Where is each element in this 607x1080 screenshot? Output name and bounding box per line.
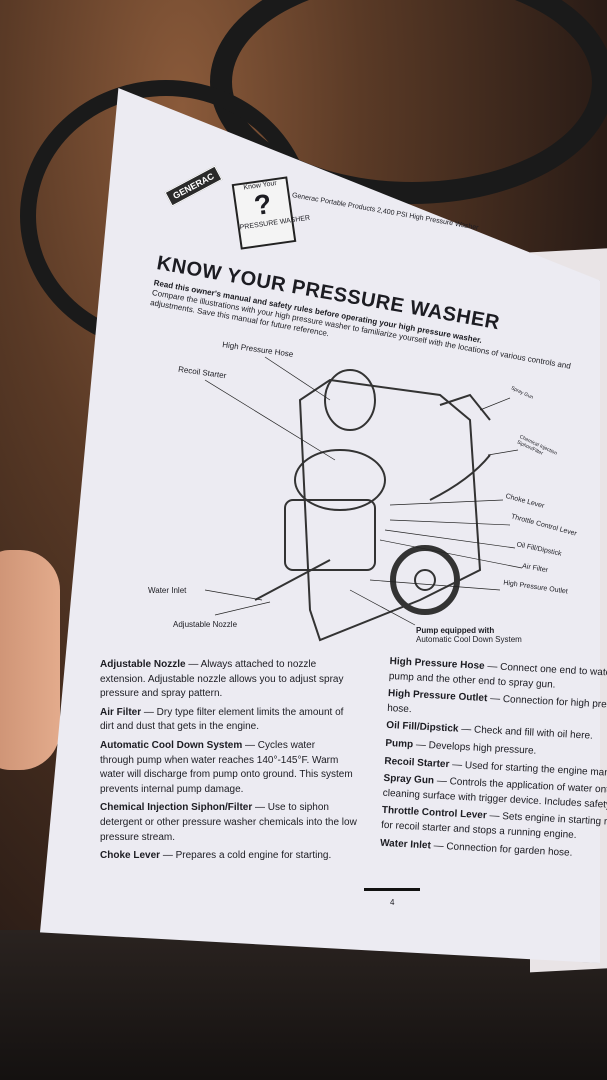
definition-term: Oil Fill/Dipstick	[386, 720, 459, 736]
definition-term: Choke Lever	[100, 850, 161, 862]
page-number: 4	[390, 898, 395, 907]
definition-text: detergent or other pressure washer chemi…	[100, 816, 357, 828]
definition-text: — Check and fill with oil here.	[460, 724, 594, 743]
label-nozzle: Adjustable Nozzle	[173, 620, 238, 629]
definition-term: Recoil Starter	[384, 755, 450, 770]
definition-term: Adjustable Nozzle	[100, 659, 186, 670]
label-pump-line-1: Pump equipped with	[416, 626, 495, 635]
definition-text: — Cycles water	[245, 739, 316, 751]
definition-term: Chemical Injection Siphon/Filter	[100, 802, 253, 814]
chemical-tube	[429, 454, 491, 501]
definition-entry: Choke Lever — Prepares a cold engine for…	[100, 849, 357, 864]
label-water-inlet: Water Inlet	[148, 586, 187, 595]
definition-entry: Adjustable Nozzle — Always attached to n…	[100, 658, 357, 702]
hose-reel	[324, 369, 376, 431]
definition-term: Water Inlet	[379, 837, 432, 851]
definition-text: — Use to siphon	[255, 802, 329, 814]
definition-term: Pump	[385, 737, 414, 751]
left-definitions: Adjustable Nozzle — Always attached to n…	[100, 658, 357, 868]
definition-text: pressure and spray pattern.	[100, 688, 223, 700]
definition-entry: Chemical Injection Siphon/Filter — Use t…	[100, 801, 357, 845]
engine-shroud	[294, 449, 386, 511]
hand	[0, 550, 60, 770]
label-pump: Pump equipped with Automatic Cool Down S…	[416, 626, 522, 644]
definition-term: High Pressure Hose	[389, 655, 485, 672]
definition-term: Automatic Cool Down System	[100, 739, 243, 751]
wheel	[390, 545, 460, 615]
definition-text: — Connection for garden hose.	[433, 840, 573, 859]
definition-entry: Air Filter — Dry type filter element lim…	[100, 706, 357, 735]
definition-entry: Automatic Cool Down System — Cycles wate…	[100, 739, 357, 797]
definition-term: Air Filter	[100, 706, 142, 718]
definition-text: dirt and dust that gets in the engine.	[100, 721, 259, 733]
definition-term: Spray Gun	[383, 772, 435, 787]
pump-body	[284, 499, 376, 571]
definition-text: — Develops high pressure.	[415, 739, 537, 757]
wheel-hub	[414, 569, 436, 591]
spray-gun-shape	[439, 393, 491, 421]
definition-text: — Dry type filter element limits the amo…	[143, 706, 344, 718]
definition-text: pressure stream.	[100, 831, 176, 843]
definition-text: — Always attached to nozzle	[188, 659, 317, 670]
spray-wand	[254, 559, 331, 601]
definition-text: extension. Adjustable nozzle allows you …	[100, 673, 344, 685]
right-definitions: High Pressure Hose — Connect one end to …	[380, 655, 607, 867]
definition-text: hose.	[386, 702, 412, 715]
definition-text: prevents internal pump damage.	[100, 783, 244, 795]
page-number-rule	[364, 888, 420, 891]
label-pump-line-2: Automatic Cool Down System	[416, 635, 522, 644]
definition-text: water will discharge from pump onto grou…	[100, 769, 353, 781]
definition-text: through pump when water reaches 140°-145…	[100, 754, 339, 766]
frame-outline	[298, 378, 482, 642]
definition-text: — Prepares a cold engine for starting.	[162, 850, 332, 862]
